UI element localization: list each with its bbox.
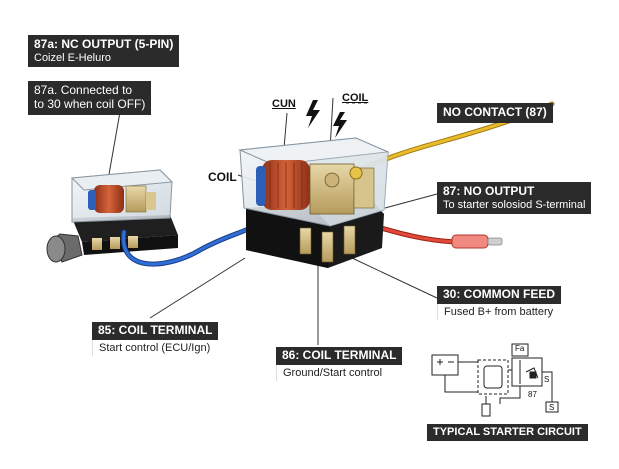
label-30-common-feed-title: 30: COMMON FEED [437,286,562,304]
fuse-icon [451,234,503,249]
label-cun: CUN [272,98,296,110]
label-85-coil-terminal: 85: COIL TERMINAL Start control (ECU/Ign… [92,322,219,357]
main-relay [238,137,390,268]
label-85-coil-terminal-sub: Start control (ECU/Ign) [92,339,217,357]
battery-icon [431,354,459,376]
label-87-no-output-title: 87: NO OUTPUT [443,184,535,198]
label-87a-nc-output-title: 87a: NC OUTPUT (5-PIN) [34,37,174,51]
label-typical-starter-circuit-text: TYPICAL STARTER CIRCUIT [433,426,582,438]
label-87a-connected: 87a. Connected to to 30 when coil OFF) [28,81,152,115]
small-relay [46,169,178,263]
label-87-no-output-sub: To starter solosiod S-terminal [443,198,586,211]
label-coil-top: COIL [342,92,369,104]
label-coil-side: COIL [208,170,237,184]
leader-lines [107,97,438,345]
lightning-icon [306,100,347,138]
circuit-label-fa: Fa [515,344,525,353]
label-87a-nc-output-sub: Coizel E-Heluro [34,51,112,64]
label-87a-connected-line2: to 30 when coil OFF) [34,96,146,111]
label-no-contact-87: NO CONTACT (87) [437,103,553,123]
label-no-contact-87-title: NO CONTACT (87) [443,105,547,119]
circuit-label-s2: S [549,403,555,412]
label-87a-nc-output: 87a: NC OUTPUT (5-PIN) Coizel E-Heluro [28,35,180,68]
label-86-coil-terminal-sub: Ground/Start control [276,364,389,382]
label-30-common-feed: 30: COMMON FEED Fused B+ from battery [437,286,562,321]
label-86-coil-terminal-title: 86: COIL TERMINAL [276,347,403,365]
label-87-no-output: 87: NO OUTPUT To starter solosiod S-term… [437,182,592,215]
label-87a-connected-line1: 87a. Connected to [34,83,133,97]
label-typical-starter-circuit: TYPICAL STARTER CIRCUIT [427,424,588,441]
circuit-label-87: 87 [528,390,537,399]
label-86-coil-terminal: 86: COIL TERMINAL Ground/Start control [276,347,403,382]
label-30-common-feed-sub: Fused B+ from battery [437,303,560,321]
circuit-label-s1: S [544,375,550,384]
label-85-coil-terminal-title: 85: COIL TERMINAL [92,322,219,340]
starter-circuit-schematic [431,343,559,417]
